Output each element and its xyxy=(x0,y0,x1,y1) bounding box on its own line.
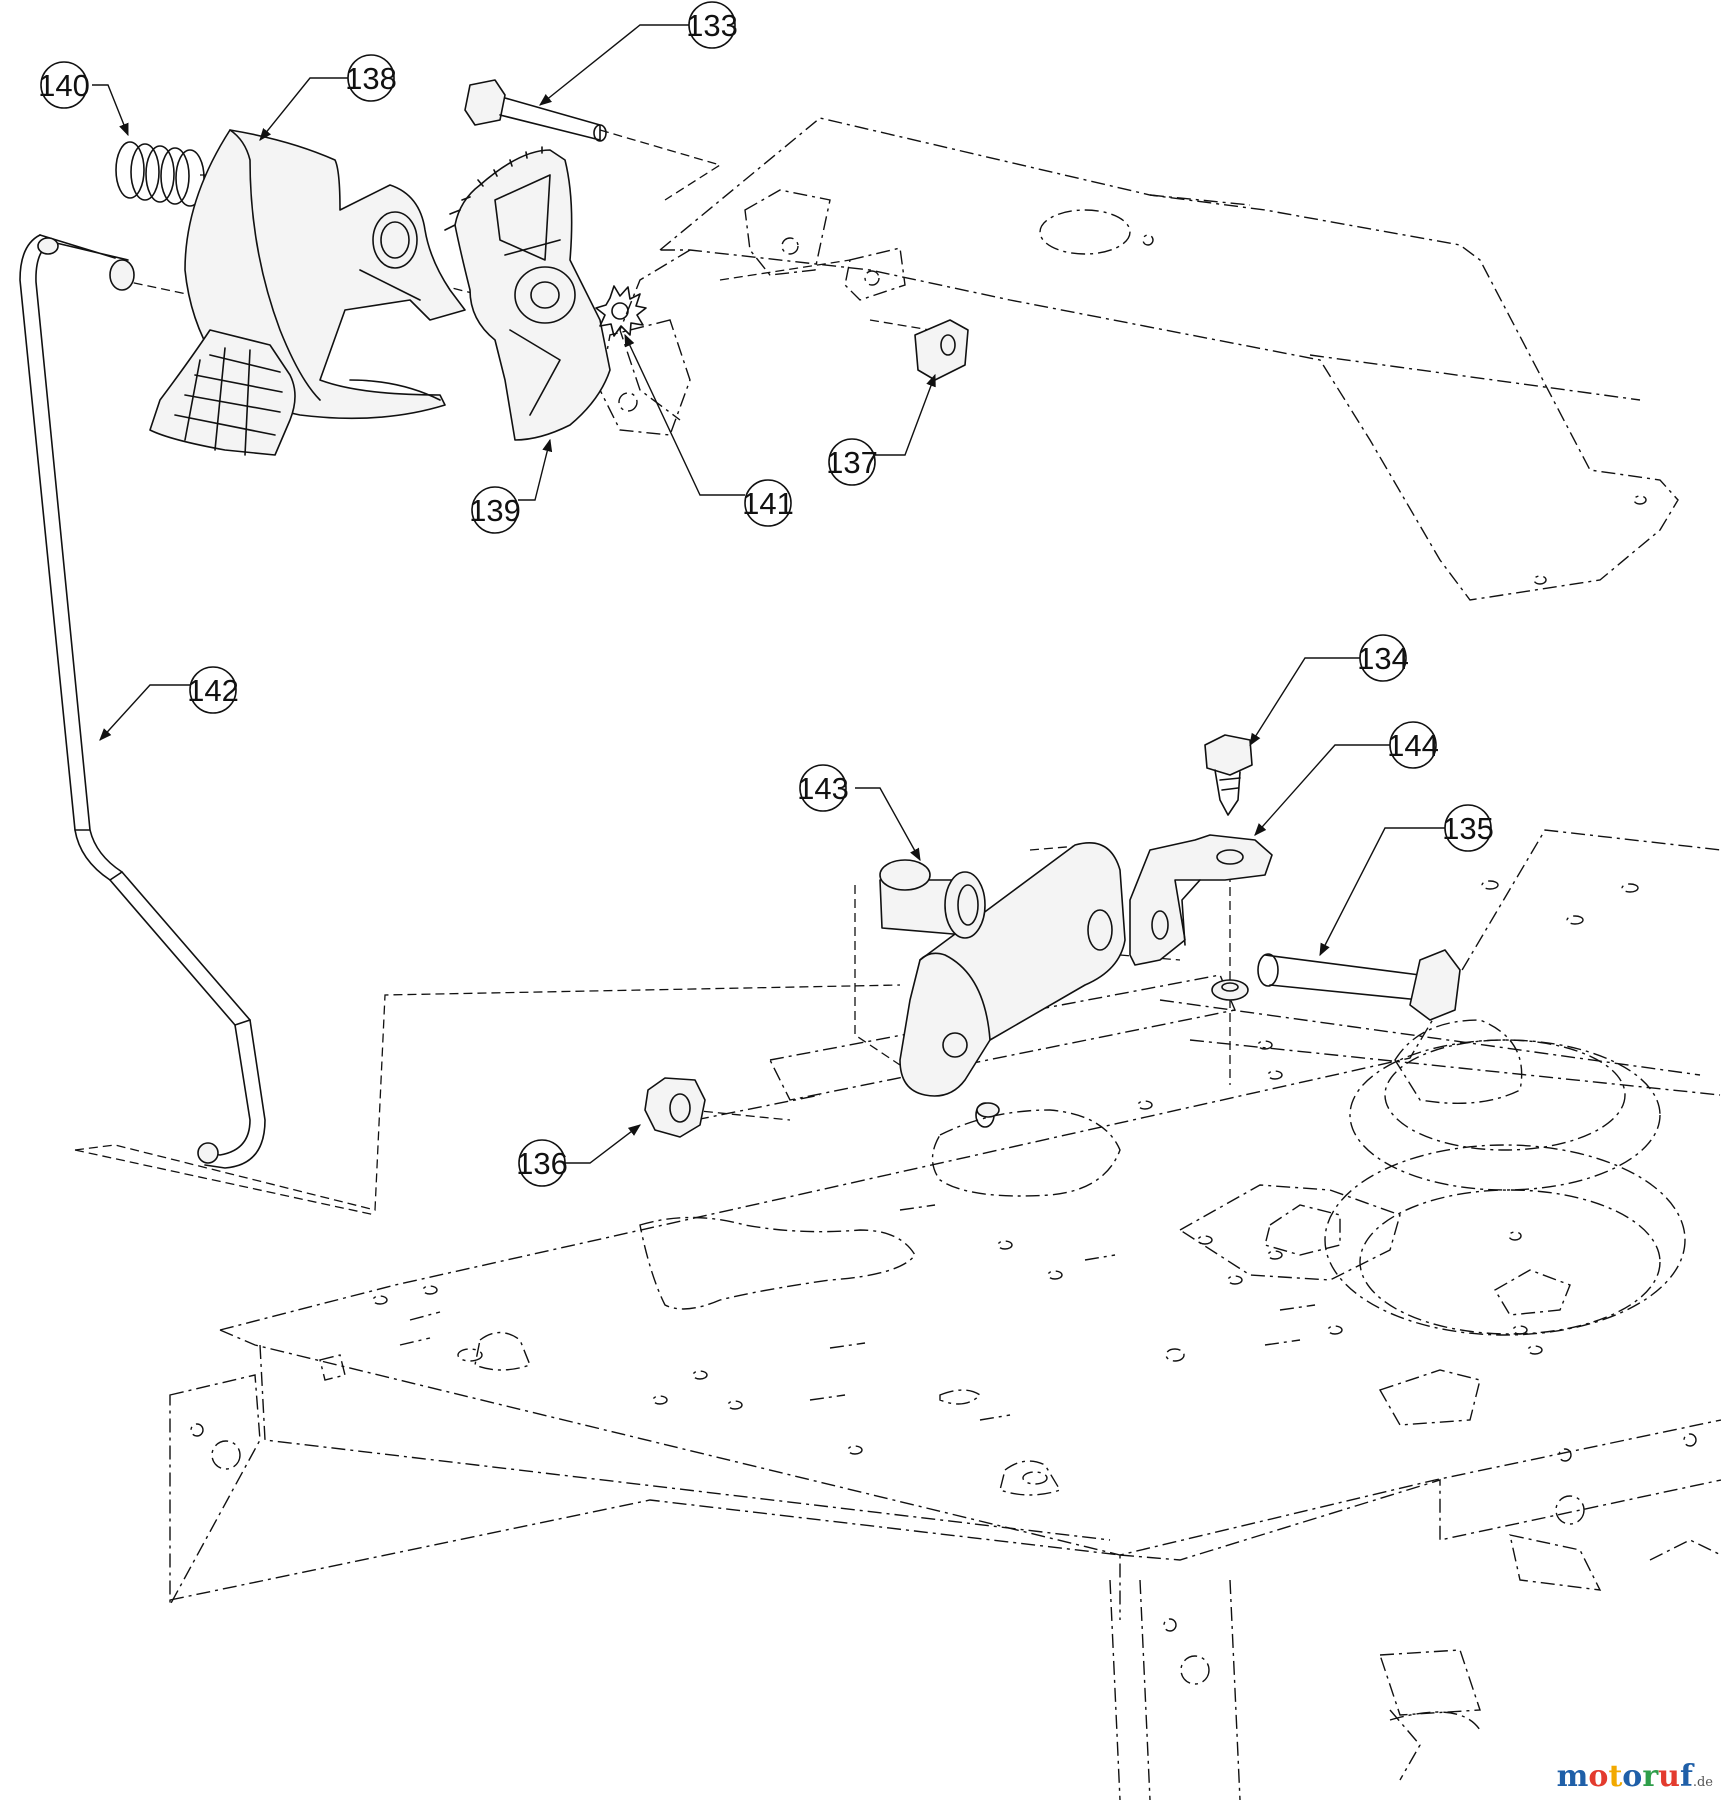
svg-text:143: 143 xyxy=(797,771,849,806)
assembly-projection-lines xyxy=(74,129,1231,1216)
svg-text:136: 136 xyxy=(516,1146,568,1181)
bushing-143 xyxy=(879,859,986,939)
watermark-letter: f xyxy=(1679,1759,1693,1794)
pedal-housing-138 xyxy=(149,129,466,456)
callout-143: 143 xyxy=(797,764,849,812)
watermark-letter: u xyxy=(1658,1759,1680,1794)
motoruf-watermark-logo: motoruf.de xyxy=(1557,1759,1713,1794)
callout-139: 139 xyxy=(469,486,521,534)
bolt-135 xyxy=(1257,949,1461,1021)
callout-134: 134 xyxy=(1357,634,1409,682)
callout-144: 144 xyxy=(1387,721,1439,769)
watermark-letter: m xyxy=(1556,1759,1589,1794)
svg-text:141: 141 xyxy=(742,486,794,521)
flange-nut-136 xyxy=(644,1077,706,1138)
svg-text:138: 138 xyxy=(345,61,397,96)
callout-138: 138 xyxy=(345,54,397,102)
spring-140 xyxy=(115,141,205,207)
svg-text:142: 142 xyxy=(187,673,239,708)
callout-137: 137 xyxy=(826,438,878,486)
svg-text:137: 137 xyxy=(826,445,878,480)
svg-text:144: 144 xyxy=(1387,728,1439,763)
bracket-144 xyxy=(1129,834,1273,966)
lower-frame xyxy=(169,829,1721,1800)
ratchet-plate-139 xyxy=(444,146,611,441)
svg-text:135: 135 xyxy=(1442,811,1494,846)
callout-leaders xyxy=(92,24,1445,1164)
svg-text:140: 140 xyxy=(38,68,90,103)
watermark-letter: o xyxy=(1622,1759,1643,1794)
washer-near-135 xyxy=(1211,979,1249,1001)
callout-136: 136 xyxy=(516,1139,568,1187)
callout-141: 141 xyxy=(742,479,794,527)
lift-rod-142 xyxy=(19,234,266,1169)
small-nut xyxy=(976,1102,1000,1118)
upper-seat-bracket xyxy=(599,117,1679,601)
watermark-letter: t xyxy=(1608,1759,1623,1794)
watermark-letter: r xyxy=(1642,1759,1659,1794)
watermark-letter: o xyxy=(1588,1759,1609,1794)
callout-140: 140 xyxy=(38,61,90,109)
watermark-suffix: .de xyxy=(1692,1775,1713,1790)
nut-plate-137 xyxy=(914,319,969,381)
callout-133: 133 xyxy=(686,1,738,49)
svg-text:139: 139 xyxy=(469,493,521,528)
lock-washer-141 xyxy=(595,285,647,337)
callout-135: 135 xyxy=(1442,804,1494,852)
svg-text:134: 134 xyxy=(1357,641,1409,676)
svg-text:133: 133 xyxy=(686,8,738,43)
pivot-arm xyxy=(899,841,1126,1128)
bolt-134 xyxy=(1204,734,1253,816)
callout-142: 142 xyxy=(187,666,239,714)
bolt-133 xyxy=(464,79,607,142)
